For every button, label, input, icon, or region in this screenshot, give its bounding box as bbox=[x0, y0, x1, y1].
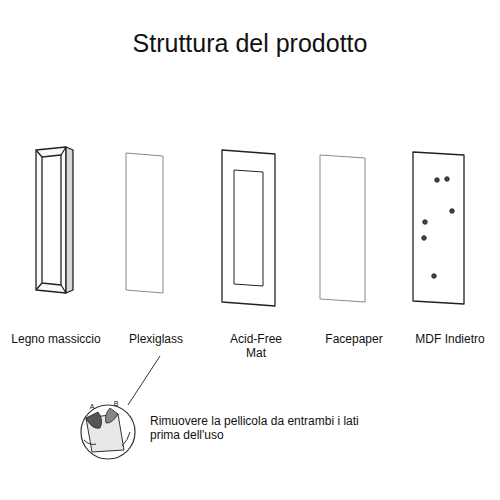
part-name: Facepaper bbox=[314, 332, 394, 346]
leader-line bbox=[128, 356, 160, 405]
callout-letter: B bbox=[111, 400, 121, 408]
note-text: Rimuovere la pellicola da entrambi i lat… bbox=[150, 414, 365, 443]
page-title: Struttura del prodotto bbox=[0, 28, 500, 58]
callout-letter: A bbox=[87, 403, 97, 411]
mdf-back bbox=[413, 152, 464, 304]
mat-board bbox=[222, 150, 275, 306]
part-name: MDF Indietro bbox=[406, 332, 494, 346]
part-name: Plexiglass bbox=[116, 332, 196, 346]
peel-film-inset bbox=[81, 405, 135, 459]
plexiglass-sheet bbox=[126, 153, 163, 293]
part-name: Legno massiccio bbox=[4, 332, 108, 346]
part-name: Acid-Free Mat bbox=[224, 332, 288, 361]
wood-frame bbox=[36, 147, 73, 293]
facepaper-sheet bbox=[320, 155, 365, 302]
